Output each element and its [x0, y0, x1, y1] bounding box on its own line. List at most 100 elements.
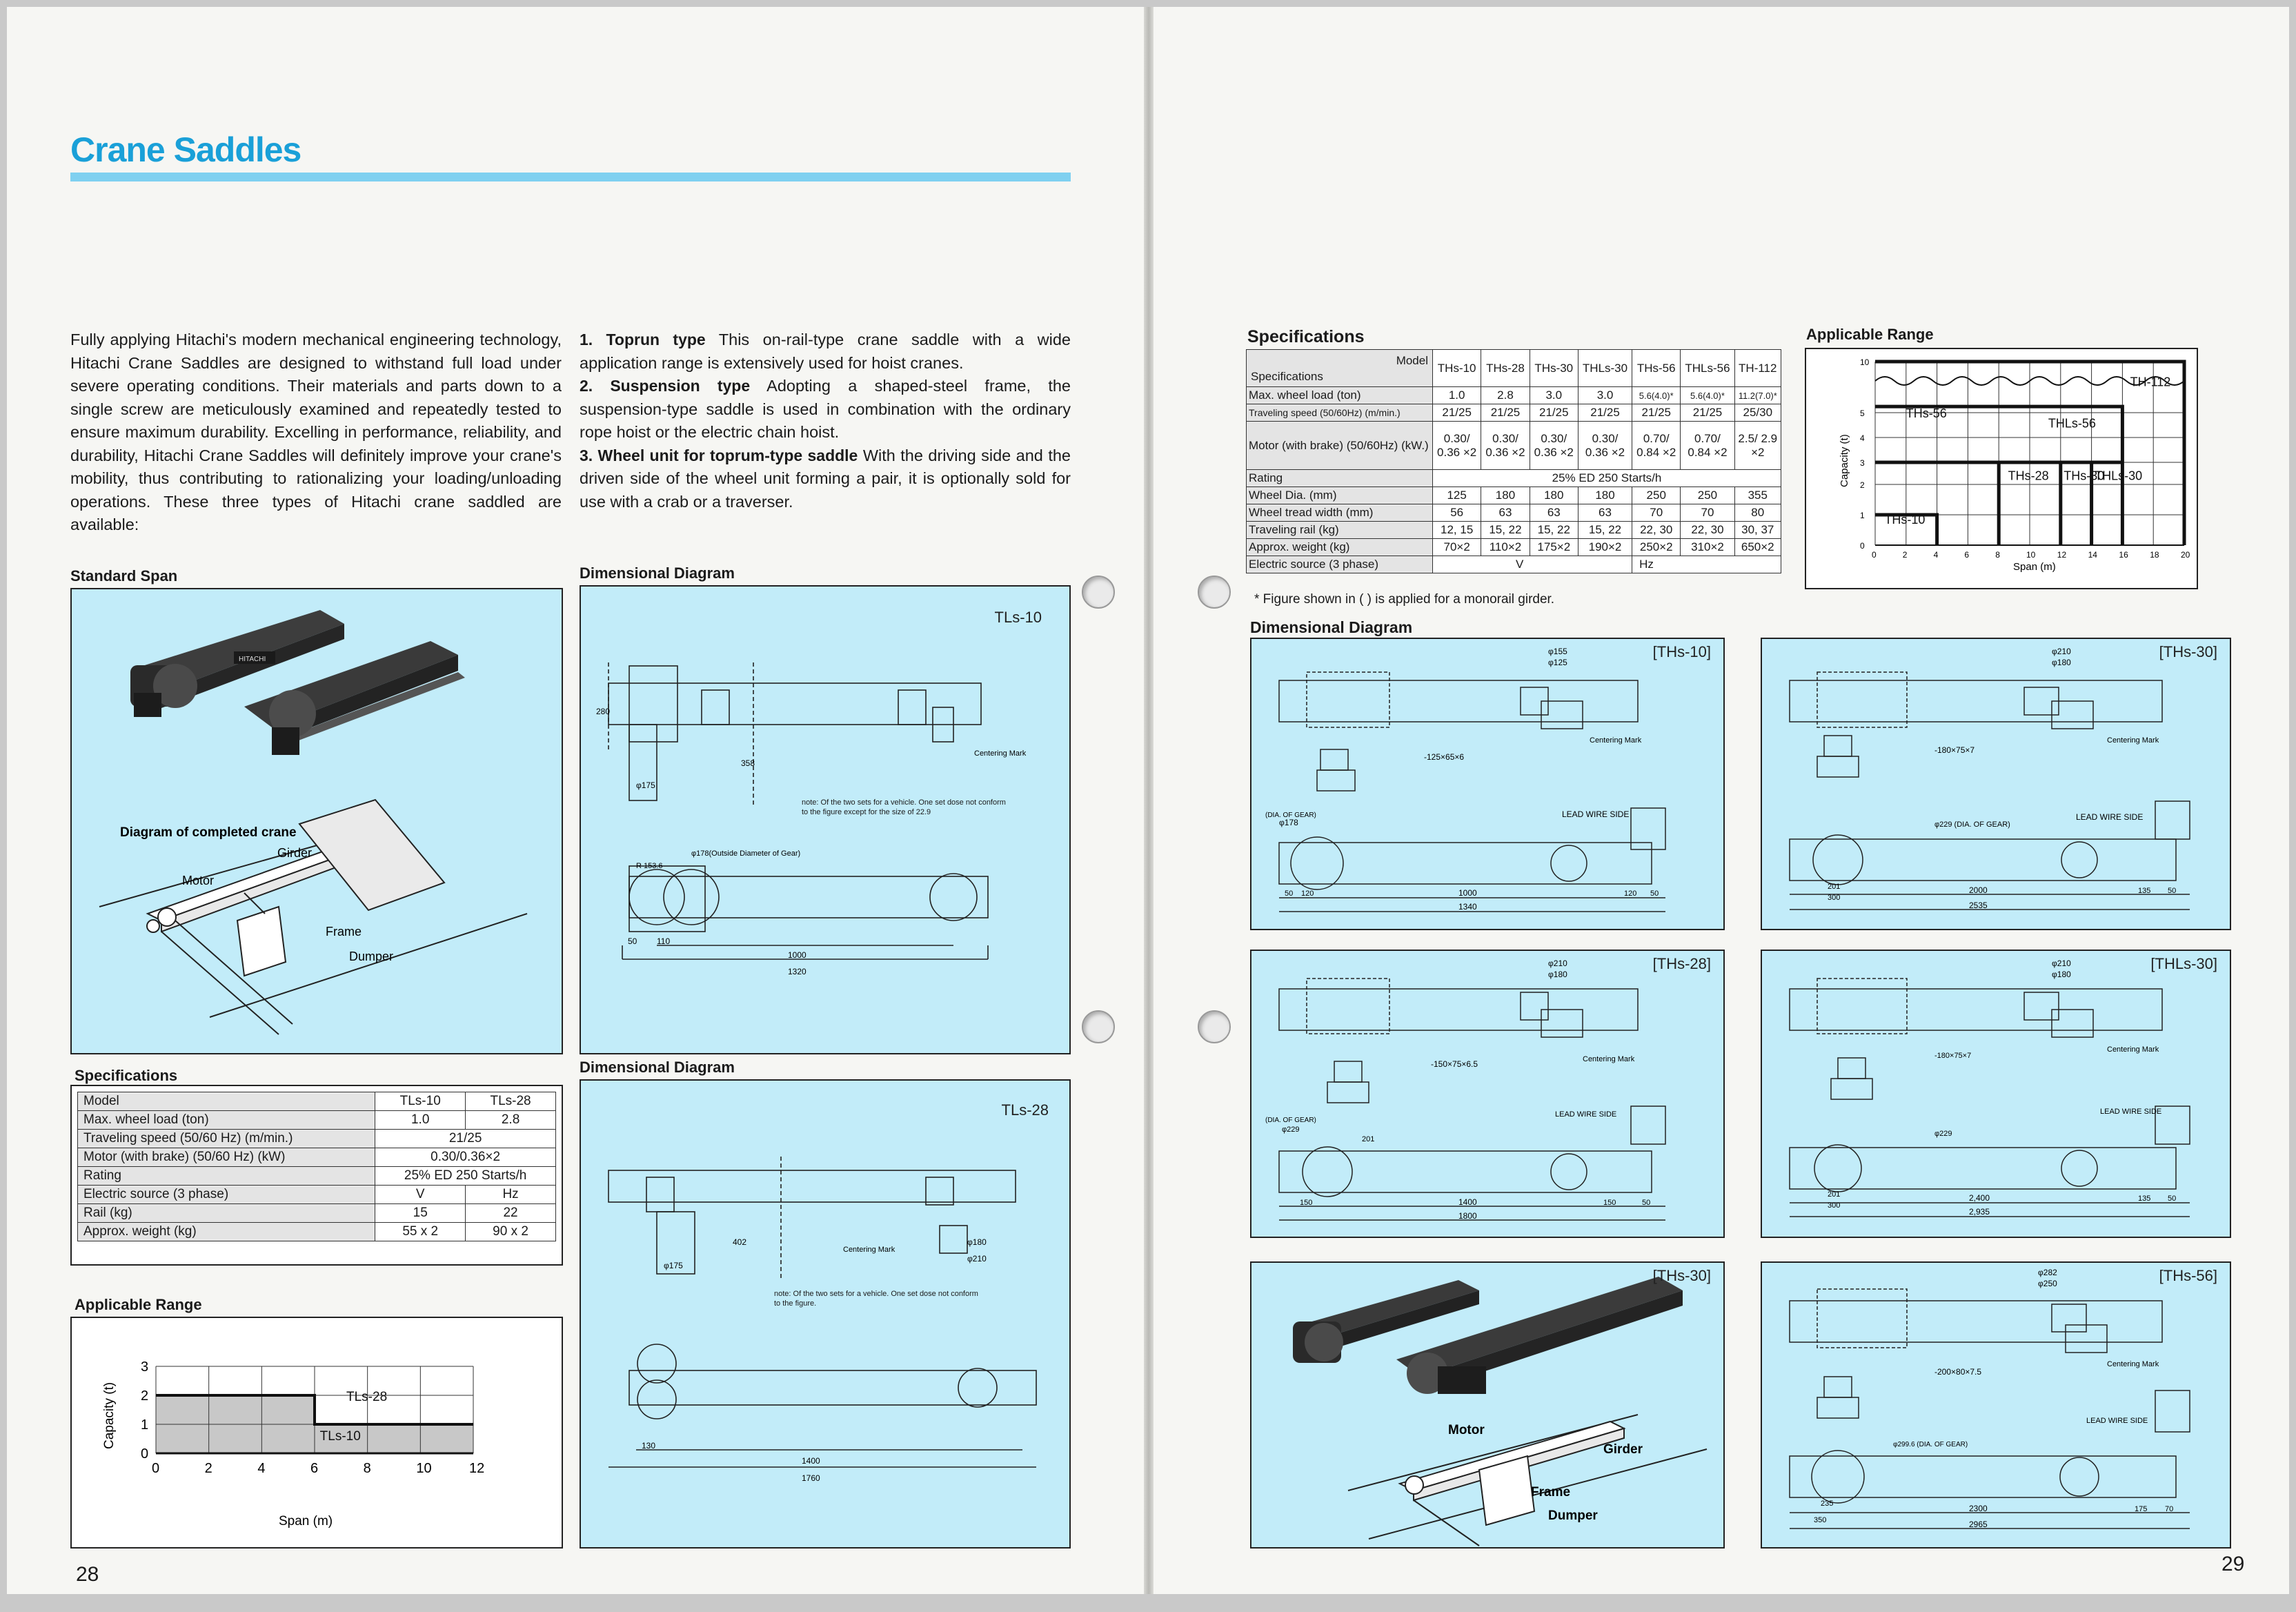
p6-h: 350: [1814, 1516, 1826, 1524]
specs-heading: Specifications: [75, 1067, 178, 1084]
dim-heading-right: Dimensional Diagram: [1250, 618, 1413, 636]
page-28: Crane Saddles Fully applying Hitachi's m…: [7, 7, 1144, 1594]
ths10-drawing: 1000 1340 φ155 φ125 -125×65×6 φ178 50 12…: [1265, 647, 1666, 912]
series-label: THLs-30: [2095, 469, 2142, 483]
dim1-d7: 50: [628, 936, 637, 946]
dim1-d1: 1000: [788, 950, 806, 960]
footnote: * Figure shown in ( ) is applied for a m…: [1254, 592, 1555, 607]
page-number-right: 29: [2221, 1553, 2245, 1575]
p4-f: φ229: [1934, 1130, 1952, 1138]
standard-span-heading: Standard Span: [70, 567, 178, 584]
dim2-heading: Dimensional Diagram: [580, 1059, 735, 1076]
spine: [1144, 7, 1154, 1594]
p6-g: 235: [1821, 1500, 1833, 1508]
dim1-heading: Dimensional Diagram: [580, 564, 735, 582]
p3-a: 1400: [1458, 1197, 1477, 1207]
y-axis-label: Capacity (t): [1839, 434, 1850, 487]
y-tick-label: 3: [1860, 458, 1865, 468]
x-tick-label: 6: [310, 1461, 318, 1476]
dim-panel-thls30: [THLs-30] 2,400 2,935 φ210 φ180 -180×75×…: [1761, 950, 2231, 1238]
p3-d: φ180: [1548, 970, 1567, 979]
type-3: 3. Wheel unit for toprum-type saddle Wit…: [580, 446, 1071, 511]
series-label-tls28: TLs-28: [346, 1390, 387, 1404]
photo-label-girder: Girder: [1603, 1442, 1643, 1457]
p2-a: 2000: [1969, 885, 1988, 895]
p1-e: -125×65×6: [1424, 752, 1464, 762]
p3-centering: Centering Mark: [1583, 1055, 1635, 1063]
y-tick-label: 2: [141, 1388, 148, 1404]
p1-lead: LEAD WIRE SIDE: [1562, 809, 1629, 819]
dim2-d4: Centering Mark: [843, 1246, 895, 1254]
dim1-drawing: 1000 1320 φ178(Outside Diameter of Gear)…: [596, 662, 1027, 976]
dim2-d8: 402: [733, 1237, 746, 1247]
dim2-d6: φ210: [967, 1254, 987, 1264]
series-label: THLs-56: [2048, 417, 2096, 431]
dim2-d7: 130: [642, 1441, 655, 1451]
x-tick-label: 0: [1872, 550, 1877, 560]
p1-h: 120: [1301, 889, 1314, 898]
p1-centering: Centering Mark: [1590, 736, 1642, 745]
p3-h: 150: [1603, 1199, 1616, 1207]
p1-b: 1340: [1458, 902, 1477, 912]
dim2-note: note: Of the two sets for a vehicle. One…: [774, 1290, 978, 1308]
binder-hole: [1198, 576, 1231, 609]
y-tick-label: 0: [1860, 541, 1865, 551]
p6-centering: Centering Mark: [2107, 1360, 2159, 1368]
binder-hole: [1198, 1010, 1231, 1043]
table-row: Model Specifications THs-10 THs-28 THs-3…: [1246, 349, 1782, 387]
specs-table-right: Model Specifications THs-10 THs-28 THs-3…: [1246, 349, 1782, 573]
photo-label-motor: Motor: [1448, 1423, 1485, 1437]
dim1-d9: Centering Mark: [974, 749, 1027, 758]
series-label: THs-28: [2008, 469, 2049, 483]
p3-lead: LEAD WIRE SIDE: [1555, 1110, 1616, 1119]
series-label-tls10: TLs-10: [320, 1429, 361, 1444]
p4-centering: Centering Mark: [2107, 1045, 2159, 1054]
dim-panel-ths28: [THs-28] 1400 1800 φ210 φ180 -150×75×6.5…: [1250, 950, 1725, 1238]
dim1-note: note: Of the two sets for a vehicle. One…: [802, 798, 1006, 816]
label-dumper: Dumper: [349, 950, 393, 963]
specs-panel-right: Model Specifications THs-10 THs-28 THs-3…: [1246, 349, 1782, 573]
x-tick-label: 18: [2150, 550, 2159, 560]
specs-table: Model TLs-10 TLs-28 Max. wheel load (ton…: [77, 1092, 556, 1241]
series-line-ths56: [1875, 404, 2124, 545]
panel-model-tag: [THs-56]: [2159, 1267, 2217, 1284]
p4-e: -180×75×7: [1934, 1052, 1971, 1060]
p1-gear: (DIA. OF GEAR): [1265, 812, 1316, 819]
panel-model-tag: [THs-30]: [1652, 1267, 1711, 1284]
title-underline: [70, 173, 1071, 181]
dim1-d5: 280: [596, 707, 610, 716]
x-axis-label: Span (m): [279, 1514, 333, 1529]
y-tick-label: 4: [1860, 433, 1865, 443]
dim1-d2: 1320: [788, 967, 806, 976]
series-line-th112: [1875, 360, 2186, 545]
dim2-model-tag: TLs-28: [1001, 1101, 1049, 1119]
y-tick-label: 1: [141, 1417, 148, 1433]
dim2-drawing: 1400 1760 φ175 Centering Mark φ180 φ210 …: [608, 1157, 1037, 1483]
p3-j: 50: [1642, 1199, 1650, 1207]
saddle-types: 1. Toprun type This on-rail-type crane s…: [580, 328, 1071, 513]
table-row: Max. wheel load (ton) 1.0 2.8: [77, 1110, 556, 1130]
table-row: Rating 25% ED 250 Starts/h: [77, 1166, 556, 1186]
p3-e: -150×75×6.5: [1431, 1059, 1478, 1069]
page-29: Specifications Model Specifications THs-…: [1154, 7, 2289, 1594]
ths30-drawing: 2000 2535 φ210 φ180 -180×75×7 φ229 (DIA.…: [1789, 647, 2190, 910]
series-label: THs-56: [1906, 406, 1947, 420]
x-tick-label: 8: [364, 1461, 371, 1476]
p6-a: 2300: [1969, 1504, 1988, 1513]
p6-d: φ250: [2038, 1279, 2057, 1288]
x-tick-label: 16: [2119, 550, 2128, 560]
table-row: Model TLs-10 TLs-28: [77, 1092, 556, 1111]
p4-g: 201: [1828, 1190, 1840, 1199]
table-row: Approx. weight (kg) 55 x 2 90 x 2: [77, 1222, 556, 1241]
dim2-panel: TLs-28 1400 1760 φ175 Centering Mark φ18…: [580, 1079, 1071, 1549]
p3-gear: (DIA. OF GEAR): [1265, 1117, 1316, 1124]
dim1-panel: TLs-10 1000 1320: [580, 585, 1071, 1054]
dim1-d6: 358: [741, 758, 755, 768]
thls30-drawing: 2,400 2,935 φ210 φ180 -180×75×7 φ229 201…: [1789, 959, 2190, 1217]
dim1-d10: R 153.6: [636, 862, 663, 870]
